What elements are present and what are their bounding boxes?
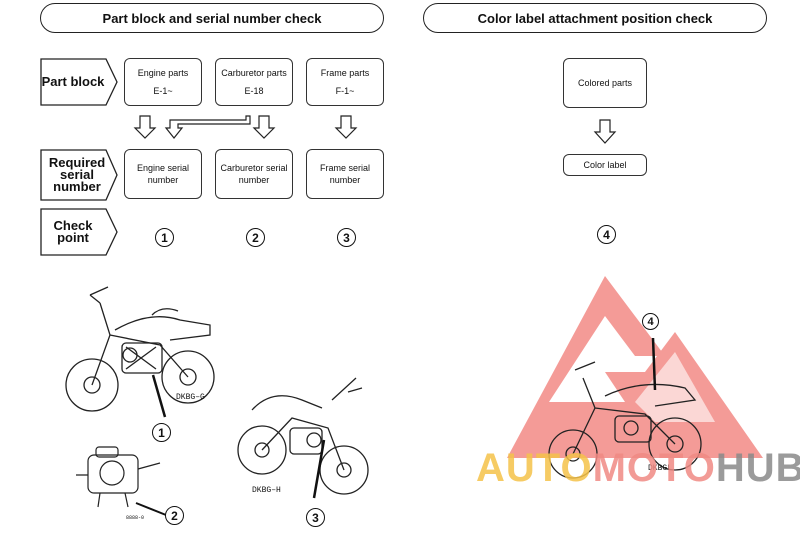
callout-1: 1 (152, 423, 171, 442)
callout-3: 3 (306, 508, 325, 527)
part-box-frame: Frame parts F-1~ (306, 58, 384, 106)
callout-2: 2 (165, 506, 184, 525)
colored-parts-text: Colored parts (577, 78, 633, 88)
watermark-triangle-logo (507, 276, 763, 458)
motorcycle-color-label-illustration (548, 337, 702, 479)
serial-text: Carburetor serial number (220, 163, 288, 185)
part-name: Carburetor parts (221, 68, 287, 78)
callout-4: 4 (642, 313, 659, 330)
serial-text: Frame serial number (319, 163, 370, 185)
pentagon-shape (40, 149, 118, 201)
color-label-text: Color label (583, 160, 627, 170)
part-block-label: Part block (41, 74, 105, 89)
part-name: Engine parts (137, 68, 189, 78)
down-arrow-icon (252, 115, 276, 139)
part-code: E-18 (244, 86, 264, 96)
check-point-1: 1 (155, 228, 174, 247)
down-arrow-icon (334, 115, 358, 139)
serial-box-engine: Engine serial number (124, 149, 202, 199)
part-box-engine: Engine parts E-1~ (124, 58, 202, 106)
check-point-4: 4 (597, 225, 616, 244)
motorcycle-frame-illustration (237, 377, 369, 499)
carb-tag: 8888-0 (126, 515, 145, 521)
pentagon-shape (40, 58, 118, 106)
pointer-line (135, 502, 167, 516)
pentagon-shape (40, 208, 118, 256)
pointer-line (151, 374, 167, 418)
row-label-required-serial: Required serial number (40, 149, 118, 201)
motorcycle-engine-illustration (65, 286, 215, 418)
check-point-label: Check point (53, 218, 93, 245)
pointer-line (312, 439, 326, 499)
color-label-box: Color label (563, 154, 647, 176)
check-point-2: 2 (246, 228, 265, 247)
serial-box-frame: Frame serial number (306, 149, 384, 199)
colored-parts-box: Colored parts (563, 58, 647, 108)
frame-model-label: DKBG–H (252, 486, 281, 495)
part-code: E-1~ (153, 86, 173, 96)
watermark-moto: MOTO (592, 446, 716, 490)
right-section-title: Color label attachment position check (423, 3, 767, 33)
part-box-carburetor: Carburetor parts E-18 (215, 58, 293, 106)
pointer-line (651, 337, 657, 391)
row-label-check-point: Check point (40, 208, 118, 256)
down-arrow-icon (133, 115, 157, 139)
watermark-hub: HUB (715, 446, 800, 490)
left-section-title: Part block and serial number check (40, 3, 384, 33)
watermark-text: AUTOMOTOHUB (476, 446, 800, 491)
part-code: F-1~ (335, 86, 355, 96)
bent-arrow-icon (164, 115, 251, 139)
color-label-model-label: DKBGL (648, 464, 673, 473)
watermark-auto: AUTO (476, 446, 593, 490)
serial-box-carburetor: Carburetor serial number (215, 149, 293, 199)
right-title-text: Color label attachment position check (477, 10, 713, 26)
left-title-text: Part block and serial number check (102, 10, 322, 26)
row-label-part-block: Part block (40, 58, 118, 106)
flow-arrows (133, 115, 358, 139)
serial-text: Engine serial number (136, 163, 190, 185)
engine-model-label: DKBG–G (176, 393, 205, 402)
check-point-3: 3 (337, 228, 356, 247)
down-arrow-icon (593, 119, 617, 144)
required-serial-label: Required serial number (48, 155, 106, 194)
part-name: Frame parts (320, 68, 370, 78)
carburetor-illustration (76, 446, 167, 516)
